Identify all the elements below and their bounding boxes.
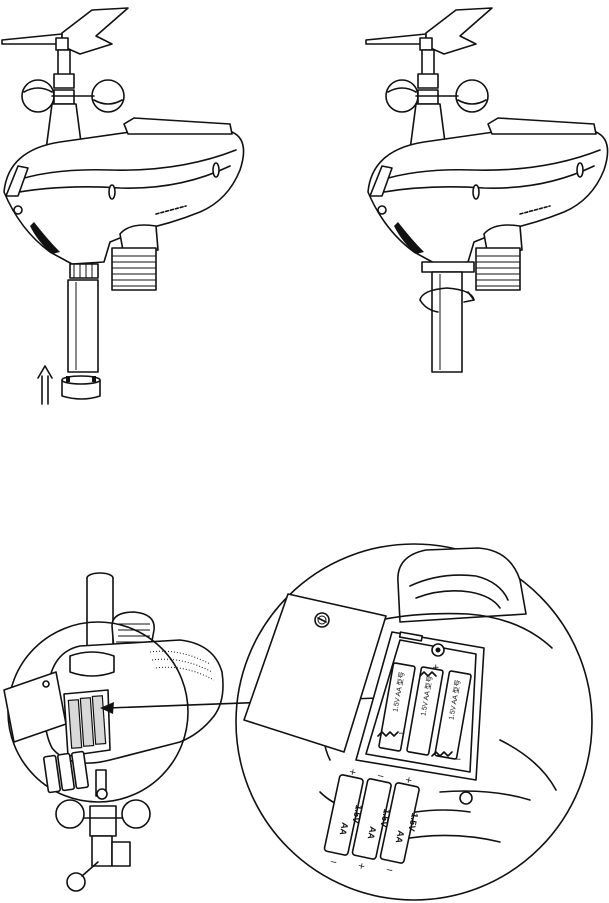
anemometer-cups [56,800,150,836]
battery-minus: − [329,857,338,868]
polarity-minus: − [398,729,406,739]
battery-minus: − [376,771,385,782]
polarity-plus: + [432,663,440,673]
battery-plus: + [357,861,366,872]
magnified-view: 1.5V AA 型号 1.5V AA 型号 1.5V AA 型号 − + − 1… [236,544,592,900]
battery-compartment: 1.5V AA 型号 1.5V AA 型号 1.5V AA 型号 − + − [356,632,484,780]
wind-vane-tail [67,862,98,891]
mounting-pole [68,280,98,372]
loose-batteries-small [44,751,89,792]
battery-plus: + [348,767,357,778]
up-arrow-icon [38,366,52,404]
radiation-shield [476,248,520,290]
sensor-body [368,118,608,264]
sensor-underside-view [4,573,223,891]
wind-vane [366,8,492,54]
sensor-body [4,118,244,264]
sensor-unit-left [2,8,244,404]
battery-minus: − [385,865,394,876]
battery-compartment-small [64,690,110,756]
pole-cap [62,376,100,399]
polarity-minus: − [454,755,462,765]
radiation-shield [112,248,156,290]
wind-vane [2,8,128,54]
mounting-pole [432,272,462,372]
loose-batteries: 1.5V AA + − 1.5V AA − + 1.5V AA + − [321,766,428,880]
battery-plus: + [404,775,413,786]
sensor-unit-right [366,8,608,372]
